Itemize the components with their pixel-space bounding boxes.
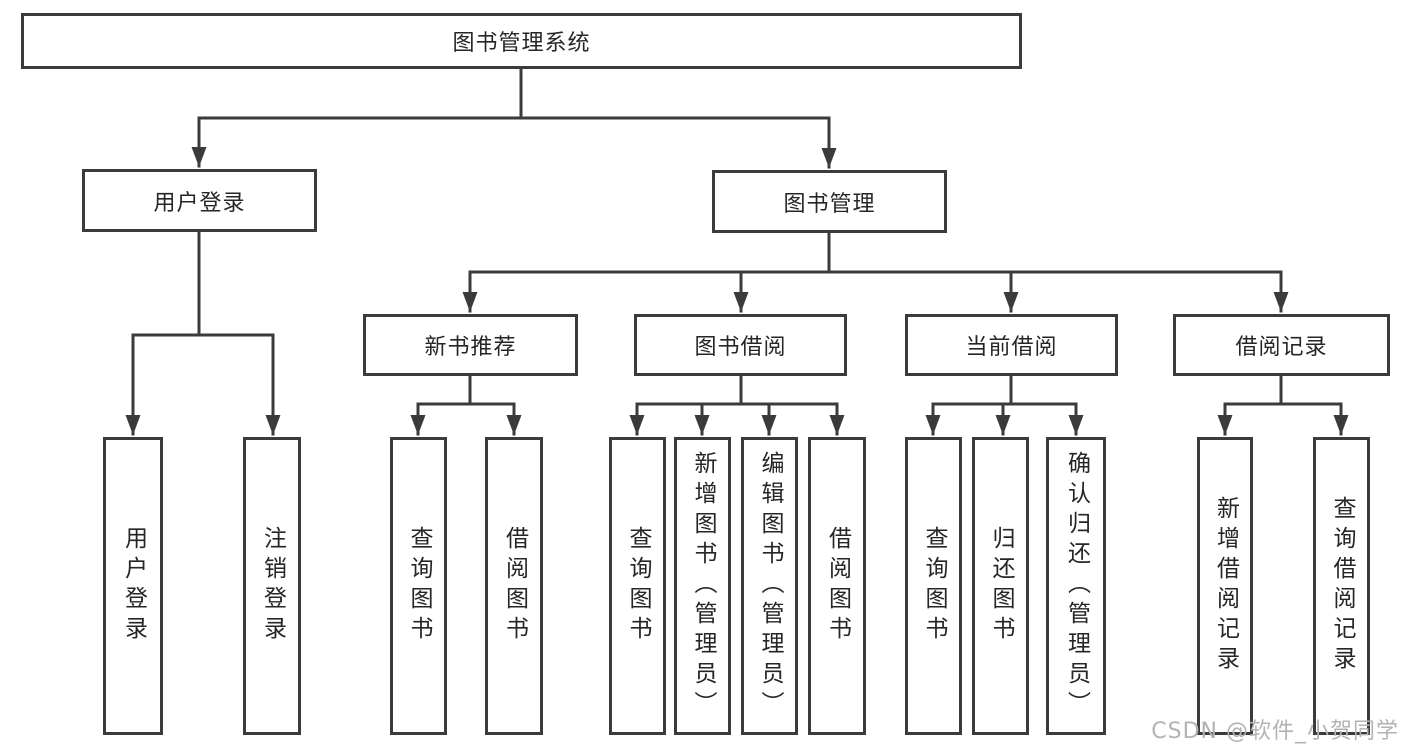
edges-current-borrowing — [925, 374, 1084, 436]
node-book-borrowing: 图书借阅 — [634, 314, 847, 376]
node-leaf-query-books-current: 查询图书 — [905, 437, 962, 735]
edges-new-book-recommend — [410, 374, 522, 436]
node-current-borrowing: 当前借阅 — [905, 314, 1118, 376]
edges-book-management — [462, 231, 1289, 313]
edges-root — [191, 66, 837, 169]
edges-user-login — [125, 230, 281, 436]
node-book-management: 图书管理 — [712, 170, 947, 233]
node-leaf-return-books: 归还图书 — [972, 437, 1029, 735]
node-leaf-borrow-books: 借阅图书 — [808, 437, 866, 735]
node-new-book-recommend: 新书推荐 — [363, 314, 578, 376]
node-leaf-user-login: 用户登录 — [103, 437, 163, 735]
edges-borrowing-records — [1217, 374, 1349, 436]
node-leaf-query-borrow-record: 查询借阅记录 — [1313, 437, 1370, 735]
watermark: CSDN @软件_小贺同学 — [1151, 719, 1399, 744]
node-leaf-query-books-borrowing: 查询图书 — [609, 437, 666, 735]
node-leaf-confirm-return-admin: 确认归还（管理员） — [1046, 437, 1106, 735]
node-root: 图书管理系统 — [21, 13, 1022, 69]
node-leaf-add-borrow-record: 新增借阅记录 — [1197, 437, 1253, 735]
node-borrowing-records: 借阅记录 — [1173, 314, 1390, 376]
node-leaf-edit-books-admin: 编辑图书（管理员） — [741, 437, 798, 735]
edges-book-borrowing — [629, 374, 845, 436]
node-leaf-query-books-recommend: 查询图书 — [390, 437, 447, 735]
node-user-login: 用户登录 — [82, 169, 317, 232]
node-leaf-add-books-admin: 新增图书（管理员） — [674, 437, 731, 735]
node-leaf-logout: 注销登录 — [243, 437, 301, 735]
node-leaf-borrow-books-recommend: 借阅图书 — [485, 437, 543, 735]
